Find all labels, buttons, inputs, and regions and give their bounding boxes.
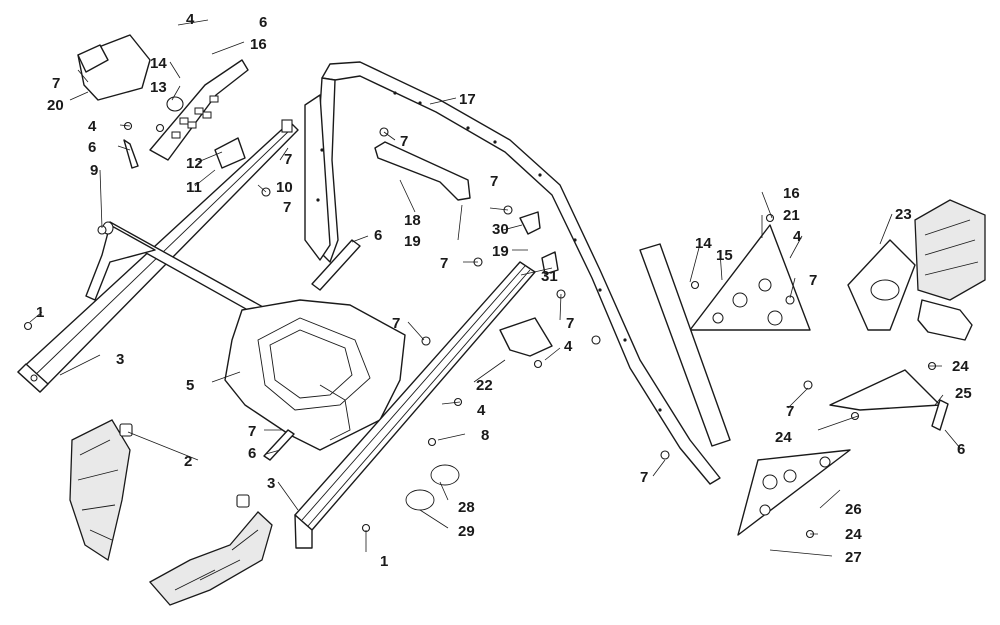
callout-23: 23: [895, 206, 912, 223]
side-plates: [639, 199, 986, 536]
callout-28: 28: [458, 499, 475, 516]
callout-4: 4: [564, 338, 573, 355]
callout-7: 7: [490, 173, 498, 190]
callout-14: 14: [695, 235, 712, 252]
instrument-bracket: [77, 34, 293, 169]
handlebar-frame: [304, 61, 721, 485]
callout-31: 31: [541, 268, 558, 285]
callout-6: 6: [248, 445, 256, 462]
center-brackets: [374, 141, 559, 357]
callout-4: 4: [477, 402, 486, 419]
callout-20: 20: [47, 97, 64, 114]
callout-7: 7: [283, 199, 291, 216]
callout-30: 30: [492, 221, 509, 238]
callout-4: 4: [186, 11, 195, 28]
callout-14: 14: [150, 55, 167, 72]
callout-7: 7: [786, 403, 794, 420]
callout-6: 6: [374, 227, 382, 244]
callout-1: 1: [36, 304, 44, 321]
callout-7: 7: [566, 315, 574, 332]
callout-1: 1: [380, 553, 388, 570]
callout-19: 19: [404, 233, 421, 250]
callout-9: 9: [90, 162, 98, 179]
callout-7: 7: [809, 272, 817, 289]
callout-18: 18: [404, 212, 421, 229]
callout-7: 7: [284, 151, 292, 168]
callout-12: 12: [186, 155, 203, 172]
callout-24: 24: [845, 526, 862, 543]
callout-2: 2: [184, 453, 192, 470]
callout-26: 26: [845, 501, 862, 518]
callout-5: 5: [186, 377, 194, 394]
callout-29: 29: [458, 523, 475, 540]
callout-21: 21: [783, 207, 800, 224]
dash-panel: [224, 299, 406, 451]
callout-7: 7: [400, 133, 408, 150]
callout-6: 6: [88, 139, 96, 156]
callout-24: 24: [775, 429, 792, 446]
steering-column-assembly: [69, 419, 273, 606]
callout-16: 16: [250, 36, 267, 53]
callout-4: 4: [793, 228, 802, 245]
callout-3: 3: [267, 475, 275, 492]
callout-6: 6: [957, 441, 965, 458]
callout-13: 13: [150, 79, 167, 96]
callout-19: 19: [492, 243, 509, 260]
callout-27: 27: [845, 549, 862, 566]
callout-7: 7: [440, 255, 448, 272]
callout-17: 17: [459, 91, 476, 108]
callout-22: 22: [476, 377, 493, 394]
callout-11: 11: [186, 179, 202, 196]
callout-labels: 4 6 16 14 13 7 20 4 6 12 11 10 7 7 9 1 3…: [36, 11, 972, 570]
callout-3: 3: [116, 351, 124, 368]
callout-15: 15: [716, 247, 733, 264]
callout-16: 16: [783, 185, 800, 202]
callout-7: 7: [248, 423, 256, 440]
callout-8: 8: [481, 427, 489, 444]
leader-lines: [29, 19, 961, 557]
callout-6: 6: [259, 14, 267, 31]
callout-24: 24: [952, 358, 969, 375]
callout-7: 7: [392, 315, 400, 332]
callout-10: 10: [276, 179, 293, 196]
callout-7: 7: [52, 75, 60, 92]
callout-4: 4: [88, 118, 97, 135]
callout-7: 7: [640, 469, 648, 486]
callout-25: 25: [955, 385, 972, 402]
